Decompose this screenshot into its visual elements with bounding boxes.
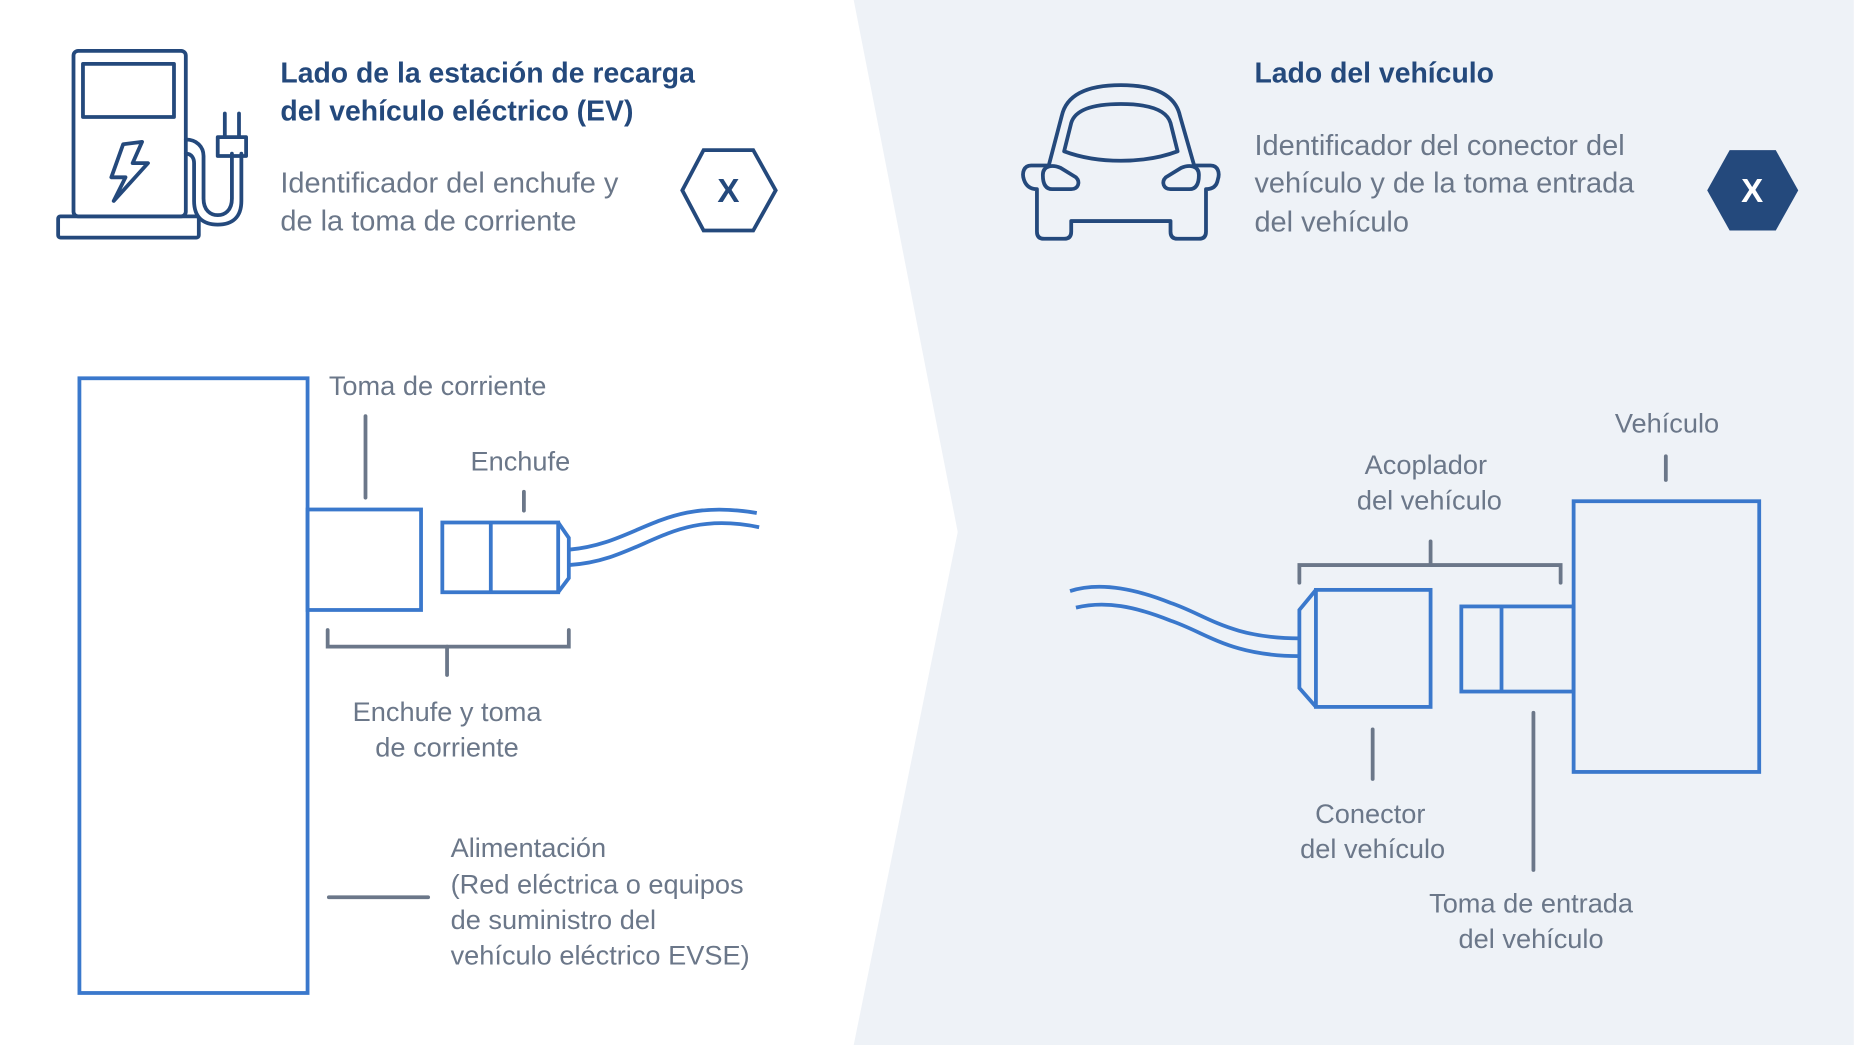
- coupler-label-line2: del vehículo: [1357, 484, 1502, 515]
- hexagon-outline-x-badge: X: [680, 148, 778, 233]
- right-identifier-line1: Identificador del conector del: [1254, 130, 1624, 162]
- left-title-line2: del vehículo eléctrico (EV): [280, 96, 633, 128]
- power-supply-box: [77, 376, 310, 995]
- socket-box: [305, 507, 423, 612]
- left-title-line1: Lado de la estación de recarga: [280, 58, 695, 90]
- connector-shape: [1069, 584, 1433, 709]
- supply-label-line4: vehículo eléctrico EVSE): [451, 940, 750, 971]
- ev-charging-station-icon: [56, 48, 248, 240]
- left-identifier-line1: Identificador del enchufe y: [280, 168, 619, 200]
- right-identifier-line3: del vehículo: [1254, 207, 1409, 239]
- vehicle-label: Vehículo: [1615, 408, 1719, 439]
- supply-label-line1: Alimentación: [451, 832, 607, 863]
- inlet-label-line1: Toma de entrada: [1429, 888, 1634, 919]
- left-identifier-line2: de la toma de corriente: [280, 206, 576, 238]
- pair-label-line1: Enchufe y toma: [353, 696, 543, 727]
- inlet-box: [1459, 604, 1576, 694]
- supply-label-line3: de suministro del: [451, 904, 656, 935]
- pair-label-line2: de corriente: [375, 732, 519, 763]
- car-front-icon: [1021, 83, 1221, 241]
- coupler-label-line1: Acoplador: [1365, 449, 1487, 480]
- socket-label: Toma de corriente: [329, 370, 546, 401]
- right-badge-label: X: [1741, 173, 1763, 210]
- supply-label-line2: (Red eléctrica o equipos: [451, 869, 744, 900]
- hexagon-filled-x-badge: X: [1707, 150, 1799, 231]
- left-badge-label: X: [717, 173, 739, 210]
- right-title: Lado del vehículo: [1254, 58, 1494, 90]
- plug-shape: [440, 507, 760, 595]
- right-identifier-line2: vehículo y de la toma entrada: [1254, 168, 1635, 200]
- plug-label: Enchufe: [470, 445, 570, 476]
- connector-label-line1: Conector: [1315, 798, 1425, 829]
- inlet-label-line2: del vehículo: [1459, 923, 1604, 954]
- right-background-chevron: [853, 0, 1854, 1045]
- connector-label-line2: del vehículo: [1300, 833, 1445, 864]
